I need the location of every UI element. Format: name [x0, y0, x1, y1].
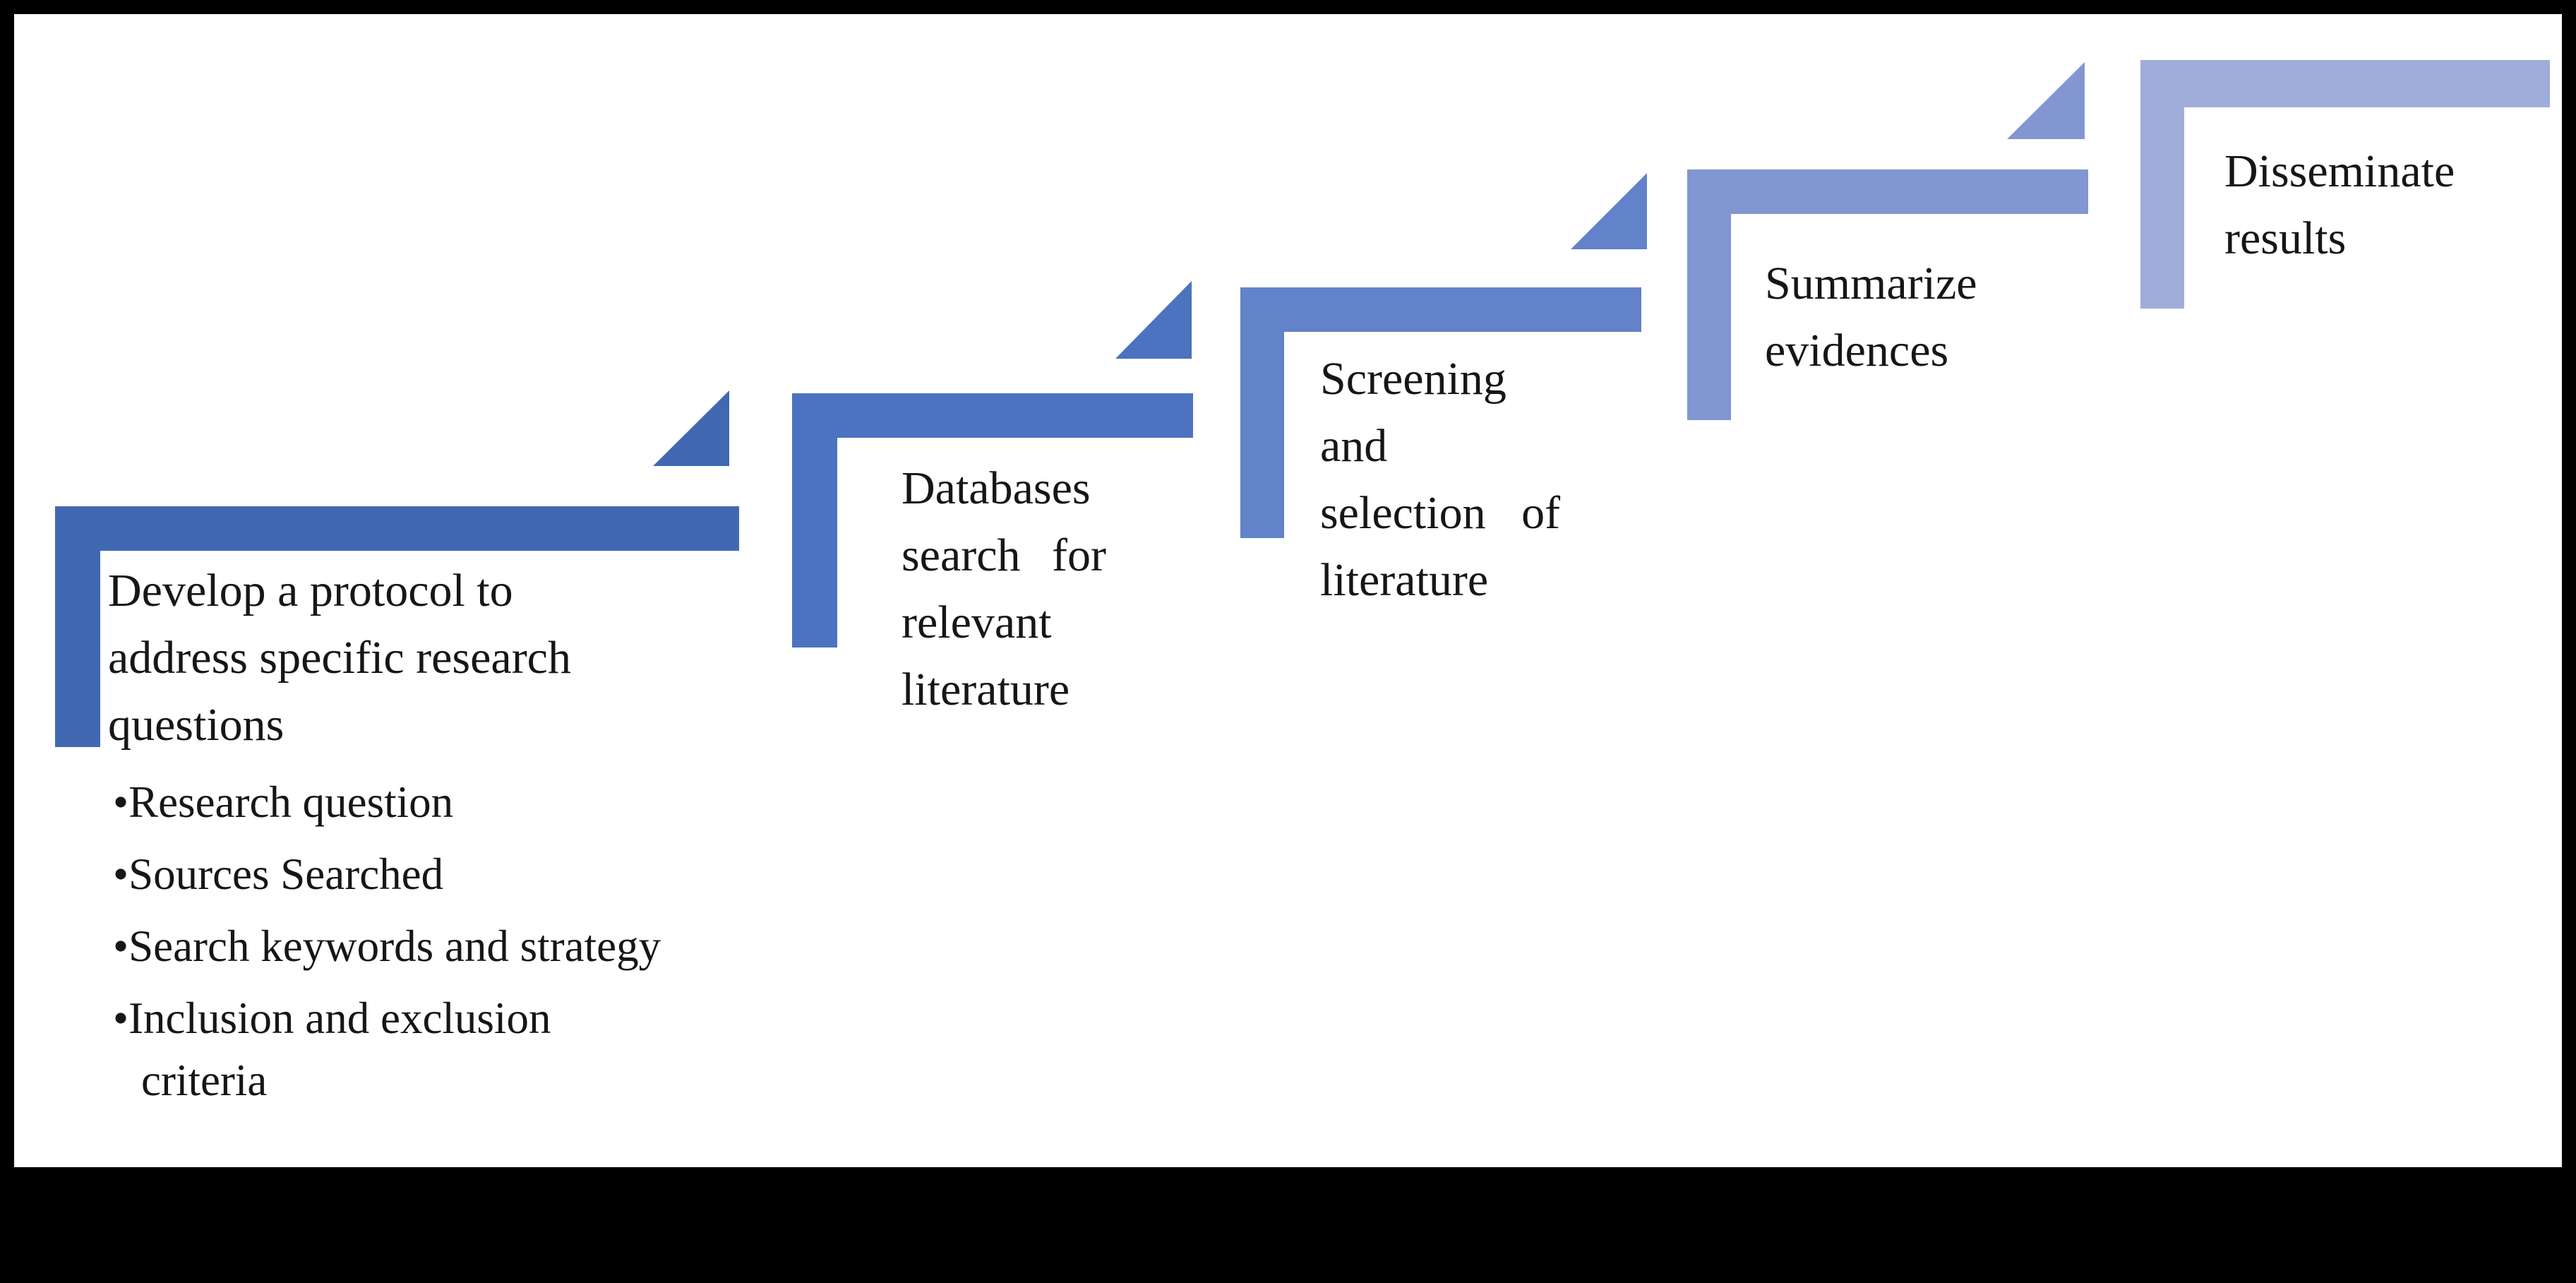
- step-bar-horizontal: [792, 393, 1193, 438]
- step-label-line: search for: [901, 530, 1107, 581]
- step-up-triangle-icon: [2007, 62, 2085, 139]
- step-label-line: and: [1320, 420, 1388, 472]
- step-label: Disseminate results: [2224, 138, 2455, 272]
- step-label-line: Screening: [1320, 353, 1506, 405]
- step-label: Databases search for relevant literature: [901, 455, 1106, 723]
- step-label-line: Develop a protocol to: [108, 565, 513, 616]
- bullet-item: Research question: [113, 771, 664, 833]
- bullet-item: Inclusion and exclusion criteria: [113, 987, 664, 1111]
- diagram-canvas: Develop a protocol to address specific r…: [14, 14, 2562, 1167]
- step-label-line: literature: [901, 664, 1070, 715]
- step-bar-horizontal: [1687, 169, 2088, 214]
- protocol-bullet-list: Research question Sources Searched Searc…: [113, 771, 664, 1121]
- step-bar-horizontal: [1240, 287, 1641, 332]
- step-label: Screening and selection of literature: [1320, 345, 1560, 614]
- step-label-line: questions: [108, 699, 284, 751]
- step-label-line: Disseminate: [2224, 145, 2455, 197]
- bullet-item: Search keywords and strategy: [113, 915, 664, 977]
- bullet-item: Sources Searched: [113, 843, 664, 905]
- step-label-line: selection of: [1320, 487, 1561, 539]
- step-bar-vertical: [792, 393, 837, 648]
- step-bar-horizontal: [2140, 60, 2550, 107]
- step-up-triangle-icon: [1115, 281, 1192, 359]
- step-bar-vertical: [1240, 287, 1284, 538]
- step-bar-vertical: [55, 506, 100, 747]
- step-label-line: Summarize: [1765, 258, 1977, 309]
- step-bar-vertical: [2140, 60, 2184, 309]
- step-label-line: evidences: [1765, 325, 1949, 376]
- step-up-triangle-icon: [1571, 173, 1647, 249]
- step-bar-horizontal: [55, 506, 739, 551]
- step-up-triangle-icon: [653, 390, 729, 466]
- step-label: Summarize evidences: [1765, 250, 1977, 384]
- step-label: Develop a protocol to address specific r…: [108, 557, 571, 758]
- step-label-line: results: [2224, 213, 2347, 264]
- step-bar-vertical: [1687, 169, 1731, 420]
- step-label-line: Databases: [901, 463, 1091, 514]
- step-label-line: literature: [1320, 554, 1489, 606]
- step-label-line: relevant: [901, 597, 1052, 648]
- step-label-line: address specific research: [108, 632, 571, 684]
